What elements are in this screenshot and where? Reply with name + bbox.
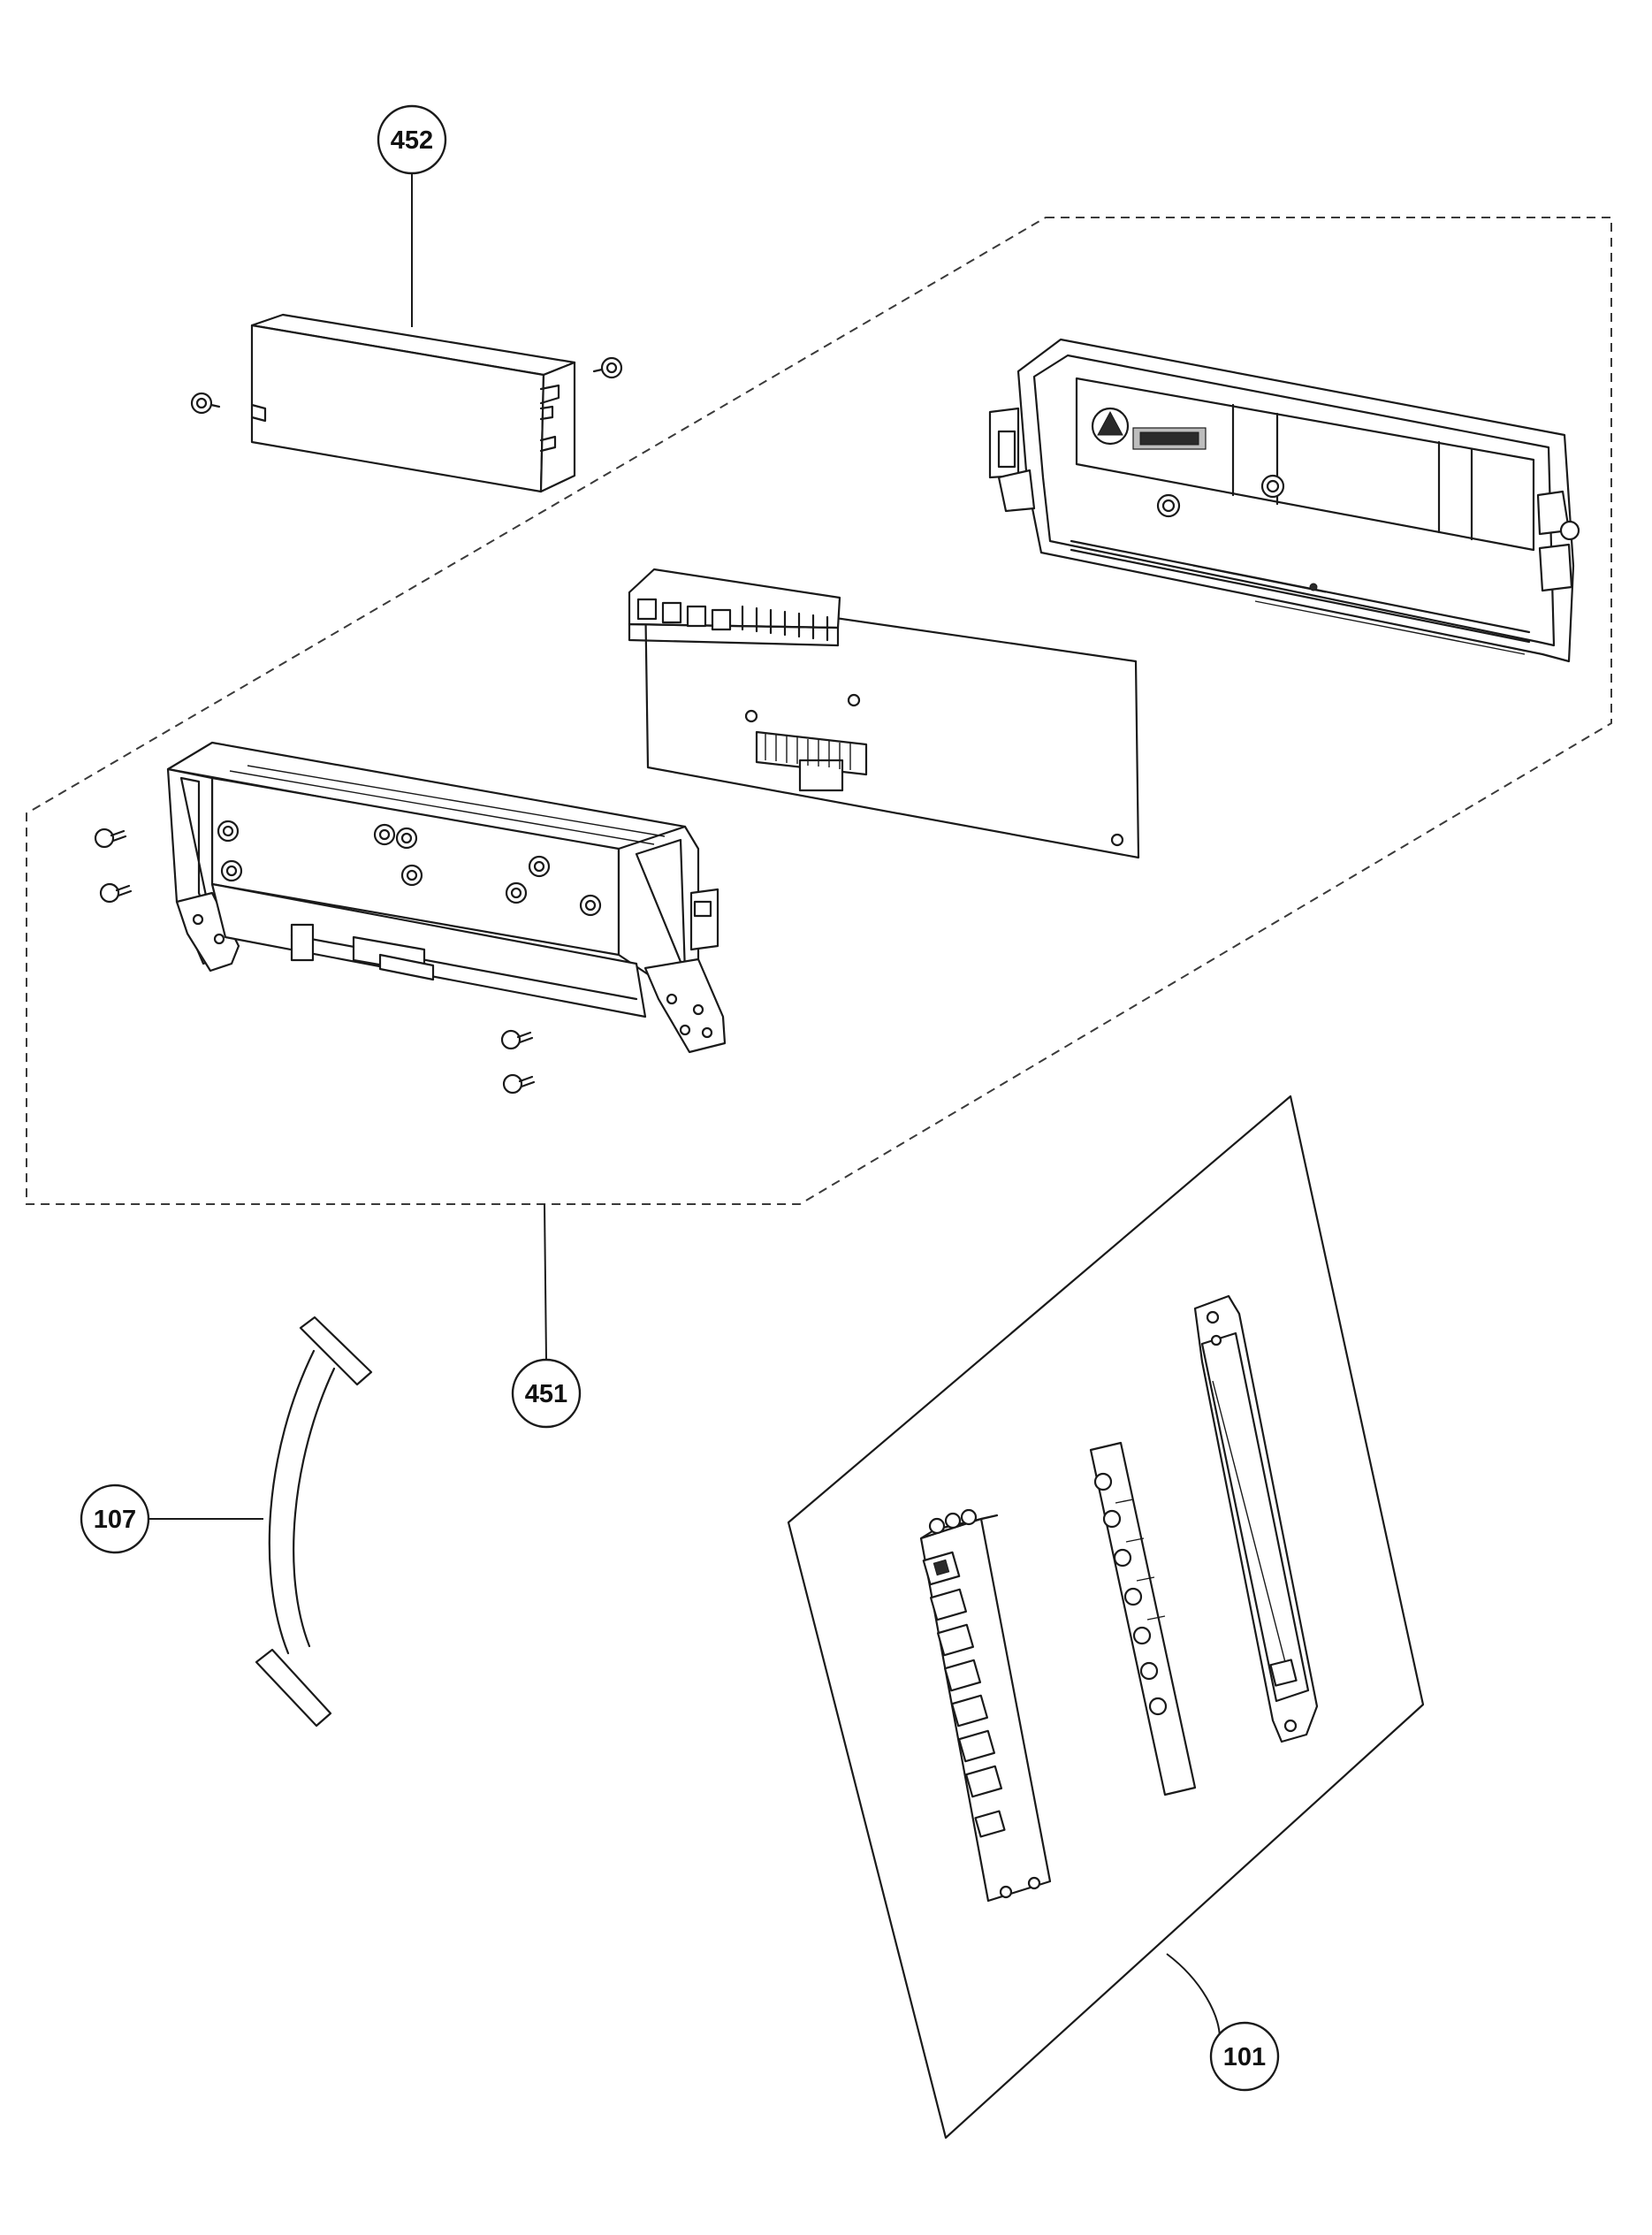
- part-101-panel: [787, 1095, 1425, 2140]
- screw-boss: [1260, 474, 1285, 499]
- screw-icon: [500, 1029, 534, 1050]
- part-452-module: [250, 313, 576, 493]
- bracket-rail: [1193, 1294, 1319, 1743]
- screw-icon: [190, 392, 221, 415]
- assembly-451-boundary: [26, 217, 1612, 1205]
- callout-451: 451: [511, 1358, 582, 1429]
- callout-107: 107: [80, 1484, 150, 1554]
- screw-boss: [220, 859, 243, 882]
- screw-boss: [505, 881, 528, 904]
- leader-451: [544, 1203, 547, 1361]
- front-frame: [166, 741, 727, 1054]
- svg-text:452: 452: [391, 126, 433, 155]
- part-107-flat-cable: [255, 1316, 373, 1728]
- svg-text:107: 107: [94, 1506, 136, 1534]
- callout-452: 452: [377, 104, 447, 175]
- screw-icon: [502, 1073, 536, 1095]
- screw-icon: [592, 356, 623, 379]
- screw-boss: [400, 864, 423, 887]
- brand-logo-mark: [1091, 407, 1207, 450]
- leader-101: [1166, 1953, 1221, 2040]
- screw-boss: [1156, 493, 1181, 518]
- screw-boss: [373, 823, 396, 846]
- svg-text:451: 451: [525, 1380, 567, 1408]
- screw-icon: [99, 882, 133, 904]
- lower-connector-pins: [765, 734, 851, 770]
- screw-boss: [217, 820, 240, 843]
- svg-text:101: 101: [1223, 2043, 1266, 2071]
- led-strip-board: [1089, 1441, 1197, 1796]
- rear-housing-cover: [988, 338, 1580, 663]
- screw-boss: [579, 894, 602, 917]
- screw-boss: [395, 827, 418, 850]
- screw-boss: [528, 855, 551, 878]
- callout-101: 101: [1209, 2021, 1280, 2092]
- main-pcb: [628, 568, 1140, 859]
- screw-icon: [94, 828, 127, 849]
- terminal-pins: [741, 605, 829, 642]
- key-switch-module: [919, 1508, 1052, 1903]
